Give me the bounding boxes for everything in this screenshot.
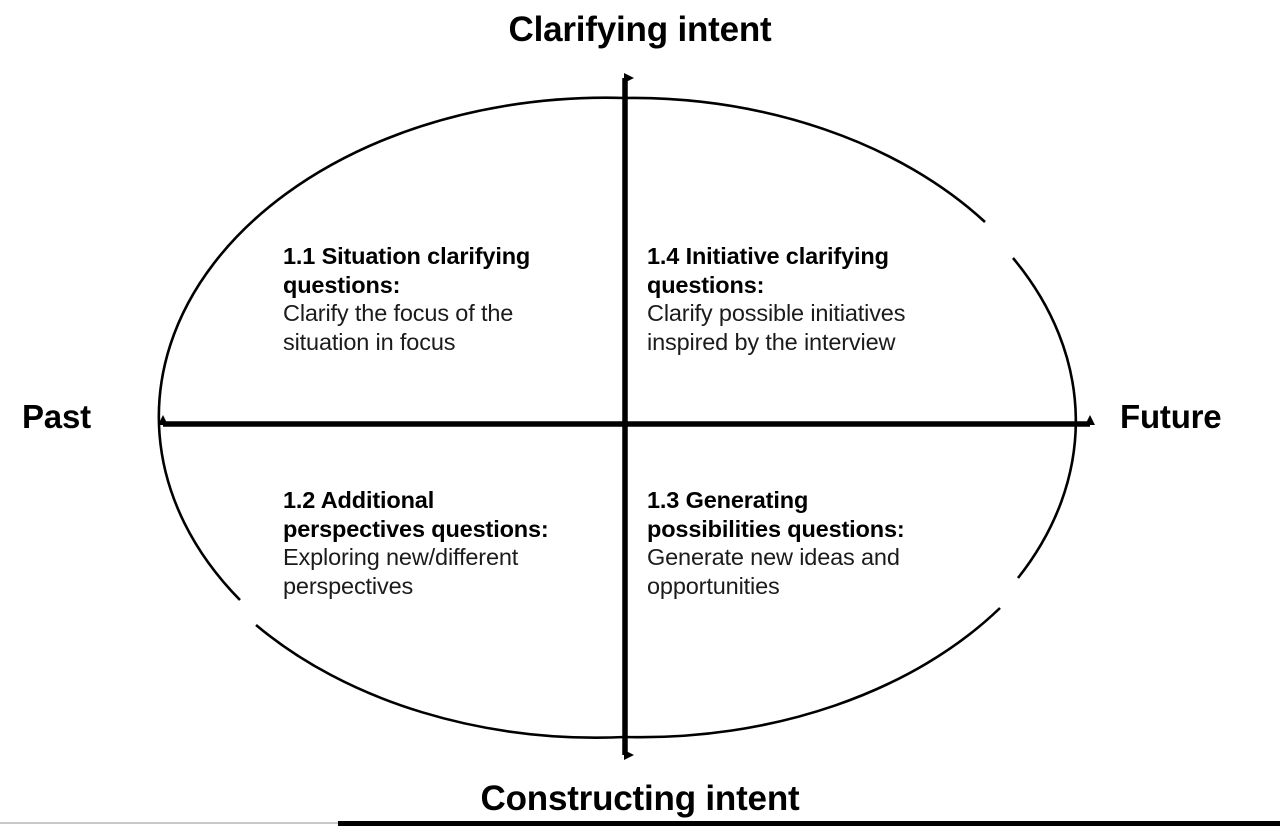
quadrant-1-4-desc-line2: inspired by the interview <box>647 328 896 355</box>
footer-rule-light <box>0 822 338 824</box>
footer-rule-dark <box>338 821 1280 826</box>
quadrant-1-1-title-line1: 1.1 Situation clarifying <box>283 243 531 269</box>
quadrant-1-3-desc-line2: opportunities <box>647 572 780 599</box>
axis-label-constructing-intent: Constructing intent <box>480 779 800 818</box>
quadrant-1-2: 1.2 Additional perspectives questions: E… <box>283 486 613 601</box>
quadrant-1-2-desc-line1: Exploring new/different <box>283 544 519 571</box>
quadrant-1-4-desc-line1: Clarify possible initiatives <box>647 300 906 327</box>
quadrant-1-2-title-line2: perspectives questions: <box>283 515 549 542</box>
quadrant-1-2-desc-line2: perspectives <box>283 572 414 599</box>
quadrant-1-3-desc-line1: Generate new ideas and <box>647 544 900 571</box>
quadrant-1-1: 1.1 Situation clarifying questions: Clar… <box>283 242 613 357</box>
quadrant-1-4: 1.4 Initiative clarifying questions: Cla… <box>647 242 977 357</box>
cycle-ellipse <box>157 96 1078 739</box>
quadrant-1-4-title-line2: questions: <box>647 271 765 298</box>
quadrant-1-1-desc-line2: situation in focus <box>283 328 456 355</box>
quadrant-1-3-title-line2: possibilities questions: <box>647 515 905 542</box>
axis-label-clarifying-intent: Clarifying intent <box>508 10 772 49</box>
quadrant-1-4-title-line1: 1.4 Initiative clarifying <box>647 243 889 269</box>
quadrant-1-3: 1.3 Generating possibilities questions: … <box>647 486 977 601</box>
axis-label-future: Future <box>1120 398 1222 435</box>
quadrant-1-1-title-line2: questions: <box>283 271 401 298</box>
quadrant-1-2-title-line1: 1.2 Additional <box>283 487 435 513</box>
quadrant-1-1-desc-line1: Clarify the focus of the <box>283 300 514 327</box>
axis-label-past: Past <box>22 398 91 435</box>
quadrant-1-3-title-line1: 1.3 Generating <box>647 487 809 513</box>
